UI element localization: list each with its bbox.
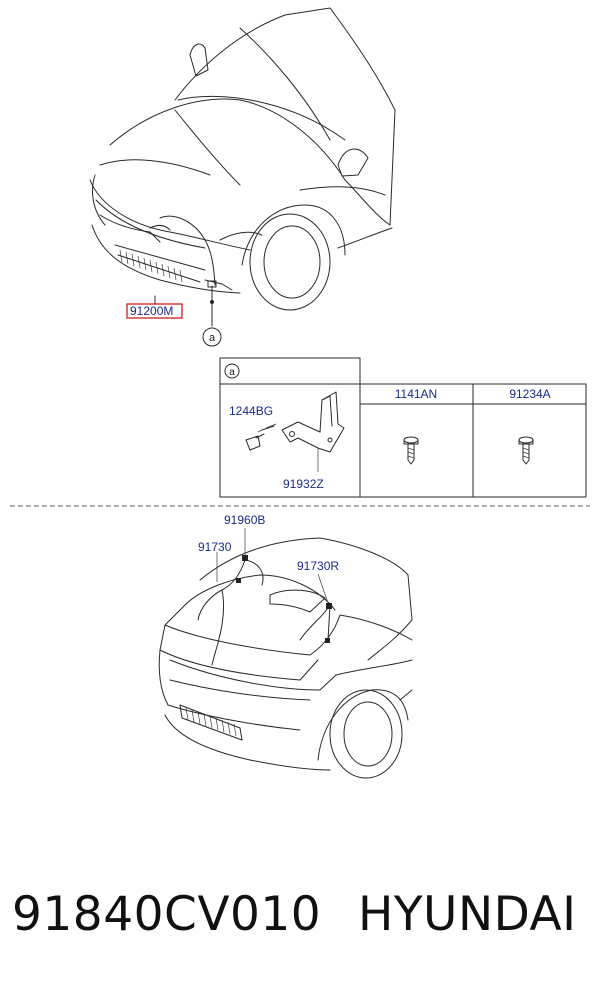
callout-letter: a: [209, 332, 216, 344]
detail-table: a 1141AN 91234A 1244BG 91932Z: [219, 357, 587, 498]
column-header-91234a: 91234A: [509, 387, 550, 401]
bolt-1244bg-icon: [245, 423, 277, 451]
bracket-label-1244bg: 1244BG: [229, 404, 273, 418]
bracket-label-91932z: 91932Z: [283, 477, 324, 491]
screw-1141an-icon: [403, 436, 419, 465]
rear-car-illustration: [158, 528, 413, 779]
footer-part-number: 91840CV010: [12, 887, 322, 942]
rear-label-91730r: 91730R: [297, 559, 339, 573]
footer-brand: HYUNDAI: [358, 887, 577, 942]
screw-91234a-icon: [518, 436, 534, 465]
column-header-1141an: 1141AN: [395, 387, 437, 401]
front-part-label: 91200M: [126, 295, 183, 319]
highlight-box: [126, 303, 183, 319]
rear-label-91730: 91730: [198, 540, 232, 554]
table-callout-letter: a: [229, 367, 235, 378]
front-car-illustration: [89, 7, 396, 327]
part-label-91200m: 91200M: [130, 304, 173, 318]
rear-label-91960b: 91960B: [224, 513, 265, 527]
bracket-icon: [281, 391, 345, 472]
callout-a-front: a: [202, 327, 222, 347]
